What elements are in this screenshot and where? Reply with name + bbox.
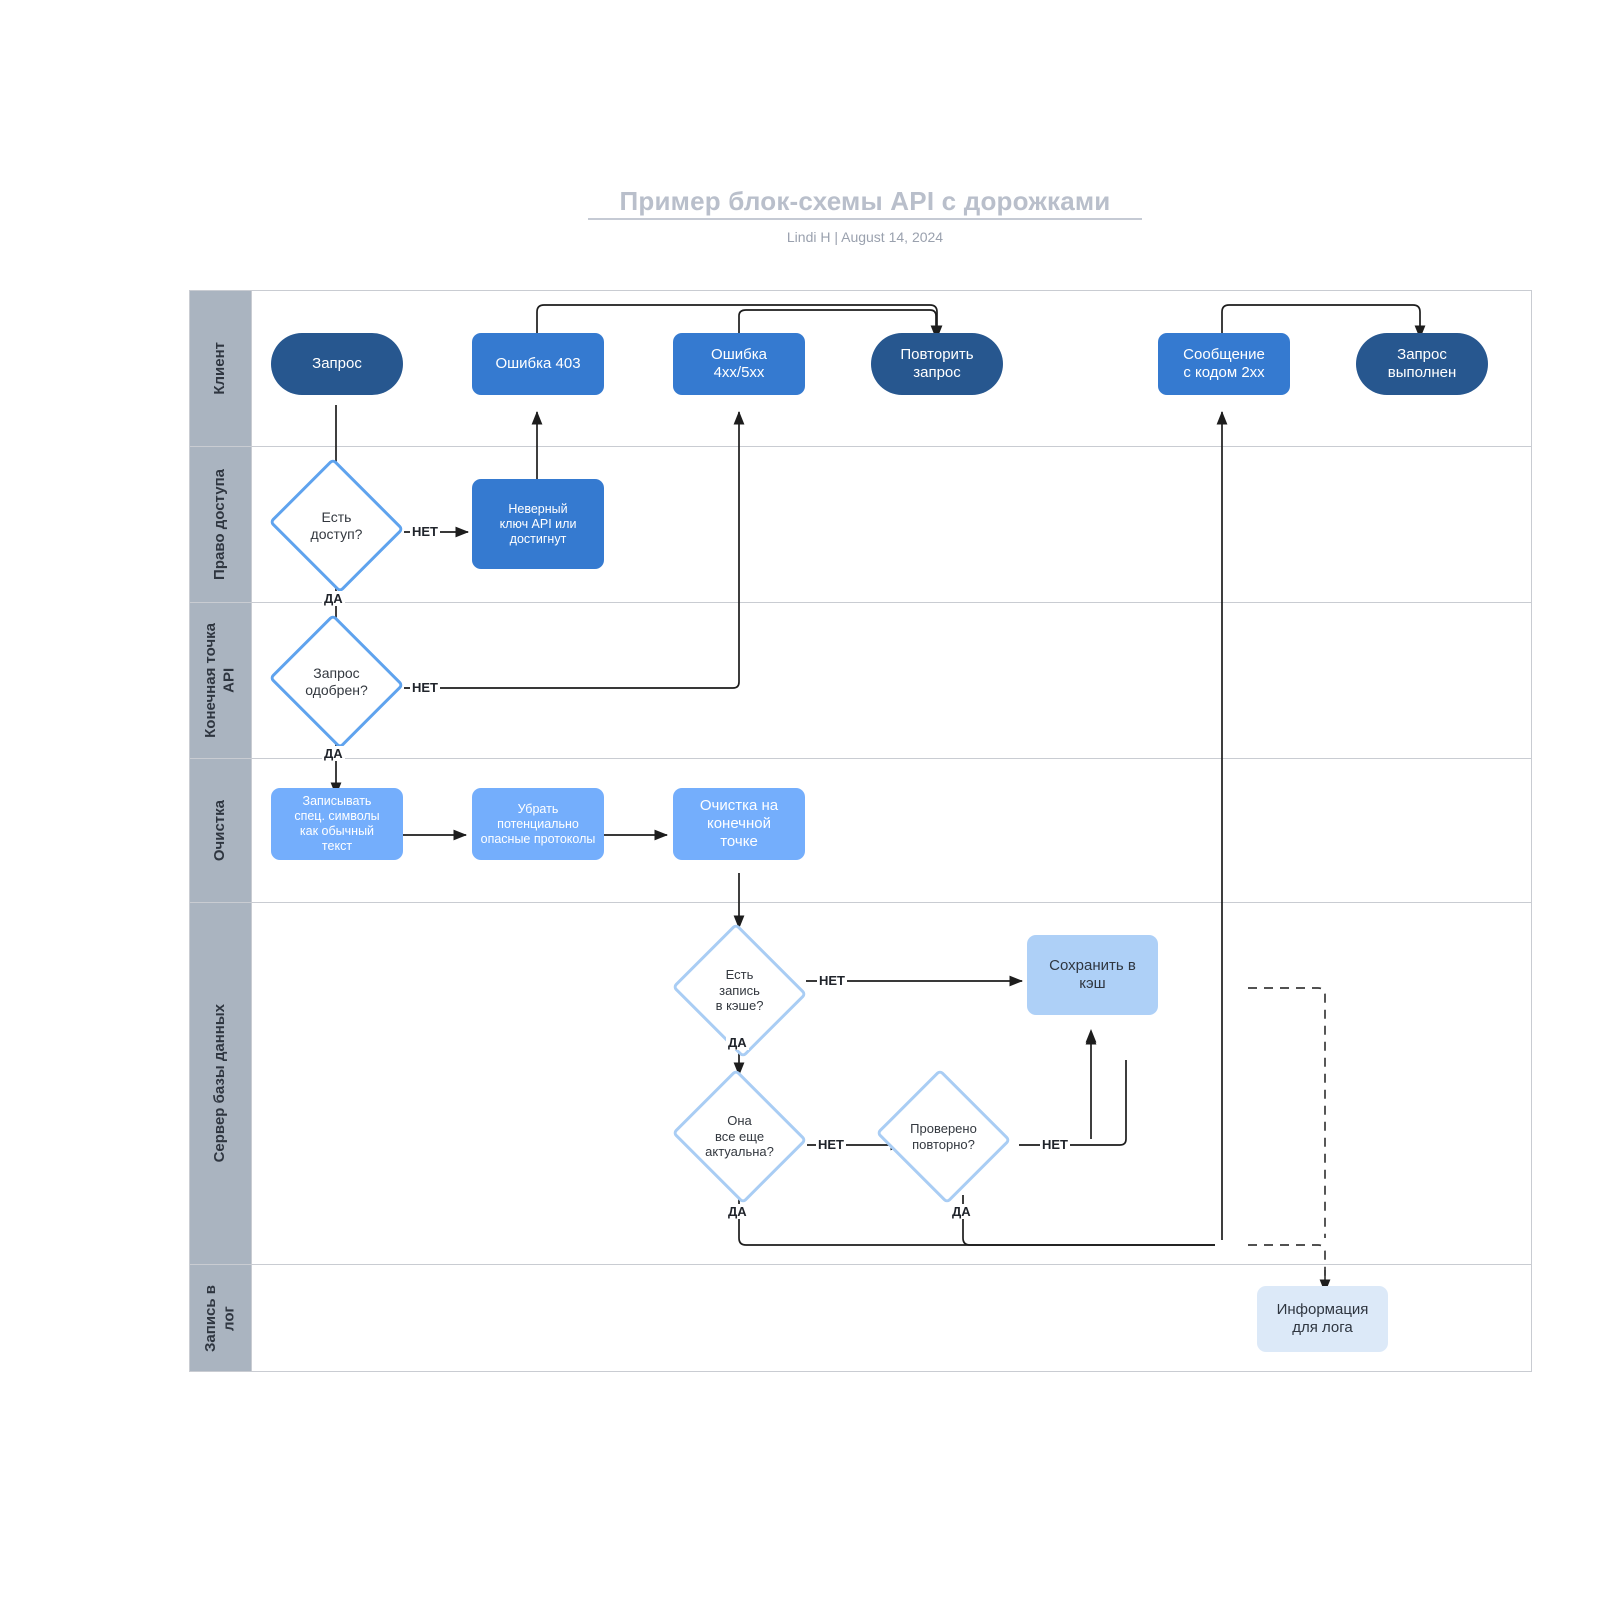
label-recheck-yes: ДА	[950, 1204, 973, 1219]
node-write-special-chars[interactable]: Записывать спец. символы как обычный тек…	[271, 788, 403, 860]
label-request-approved-no: НЕТ	[410, 680, 440, 695]
lane-label-api-endpoint: Конечная точка API	[202, 623, 238, 738]
decision-rechecked-label: Проверено повторно?	[910, 1120, 977, 1152]
decision-has-access-label: Есть доступ?	[310, 508, 363, 542]
node-message-2xx[interactable]: Сообщение с кодом 2xx	[1158, 333, 1290, 395]
label-has-access-yes: ДА	[322, 591, 345, 606]
label-recheck-no: НЕТ	[1040, 1137, 1070, 1152]
decision-rechecked[interactable]: Проверено повторно?	[875, 1068, 1012, 1205]
lane-header-sanitization: Очистка	[190, 759, 252, 902]
node-error-4xx-5xx[interactable]: Ошибка 4xx/5xx	[673, 333, 805, 395]
author-date-byline: Lindi H | August 14, 2024	[786, 229, 944, 245]
node-request-done[interactable]: Запрос выполнен	[1356, 333, 1488, 395]
label-cache-yes: ДА	[726, 1035, 749, 1050]
decision-request-approved[interactable]: Запрос одобрен?	[268, 613, 405, 750]
lane-body-logging: Информация для лога	[252, 1265, 1531, 1371]
label-cache-no: НЕТ	[817, 973, 847, 988]
label-has-access-no: НЕТ	[410, 524, 440, 539]
decision-cache-entry[interactable]: Есть запись в кэше?	[671, 922, 808, 1059]
lane-header-logging: Запись в лог	[190, 1265, 252, 1371]
lane-header-database-server: Сервер базы данных	[190, 903, 252, 1264]
swimlane-diagram: Клиент Запрос Ошибка 403 Ошибка 4xx/5xx …	[189, 290, 1532, 1372]
node-bad-api-key[interactable]: Неверный ключ API или достигнут	[472, 479, 604, 569]
node-error-403[interactable]: Ошибка 403	[472, 333, 604, 395]
label-still-valid-yes: ДА	[726, 1204, 749, 1219]
lane-label-logging: Запись в лог	[202, 1284, 238, 1352]
node-request[interactable]: Запрос	[271, 333, 403, 395]
node-sanitize-endpoint[interactable]: Очистка на конечной точке	[673, 788, 805, 860]
lane-body-api-endpoint: Запрос одобрен?	[252, 603, 1531, 758]
lane-label-database-server: Сервер базы данных	[211, 1004, 229, 1163]
lane-body-sanitization: Записывать спец. символы как обычный тек…	[252, 759, 1531, 902]
decision-still-valid[interactable]: Она все еще актуальна?	[671, 1068, 808, 1205]
lane-header-client: Клиент	[190, 291, 252, 446]
label-still-valid-no: НЕТ	[816, 1137, 846, 1152]
label-request-approved-yes: ДА	[322, 746, 345, 761]
lane-sanitization: Очистка Записывать спец. символы как обы…	[190, 759, 1531, 903]
lane-logging: Запись в лог Информация для лога	[190, 1265, 1531, 1371]
decision-request-approved-label: Запрос одобрен?	[305, 664, 368, 698]
lane-body-access-rights: Есть доступ? Неверный ключ API или дости…	[252, 447, 1531, 602]
decision-still-valid-label: Она все еще актуальна?	[705, 1113, 774, 1160]
title-divider	[588, 218, 1142, 220]
lane-access-rights: Право доступа Есть доступ? Неверный ключ…	[190, 447, 1531, 603]
lane-database-server: Сервер базы данных Есть запись в кэше? С…	[190, 903, 1531, 1265]
decision-cache-entry-label: Есть запись в кэше?	[715, 967, 764, 1014]
node-remove-protocols[interactable]: Убрать потенциально опасные протоколы	[472, 788, 604, 860]
lane-label-access-rights: Право доступа	[211, 469, 229, 580]
lane-api-endpoint: Конечная точка API Запрос одобрен?	[190, 603, 1531, 759]
lane-label-client: Клиент	[211, 342, 229, 395]
lane-header-access-rights: Право доступа	[190, 447, 252, 602]
page-title: Пример блок-схемы API с дорожками	[619, 186, 1111, 216]
lane-body-database-server: Есть запись в кэше? Сохранить в кэш Она …	[252, 903, 1531, 1264]
node-log-information[interactable]: Информация для лога	[1257, 1286, 1388, 1352]
lane-client: Клиент Запрос Ошибка 403 Ошибка 4xx/5xx …	[190, 291, 1531, 447]
decision-has-access[interactable]: Есть доступ?	[268, 457, 405, 594]
lane-body-client: Запрос Ошибка 403 Ошибка 4xx/5xx Повтори…	[252, 291, 1531, 446]
node-retry-request[interactable]: Повторить запрос	[871, 333, 1003, 395]
lane-label-sanitization: Очистка	[211, 799, 229, 862]
node-save-to-cache[interactable]: Сохранить в кэш	[1027, 935, 1158, 1015]
lane-header-api-endpoint: Конечная точка API	[190, 603, 252, 758]
